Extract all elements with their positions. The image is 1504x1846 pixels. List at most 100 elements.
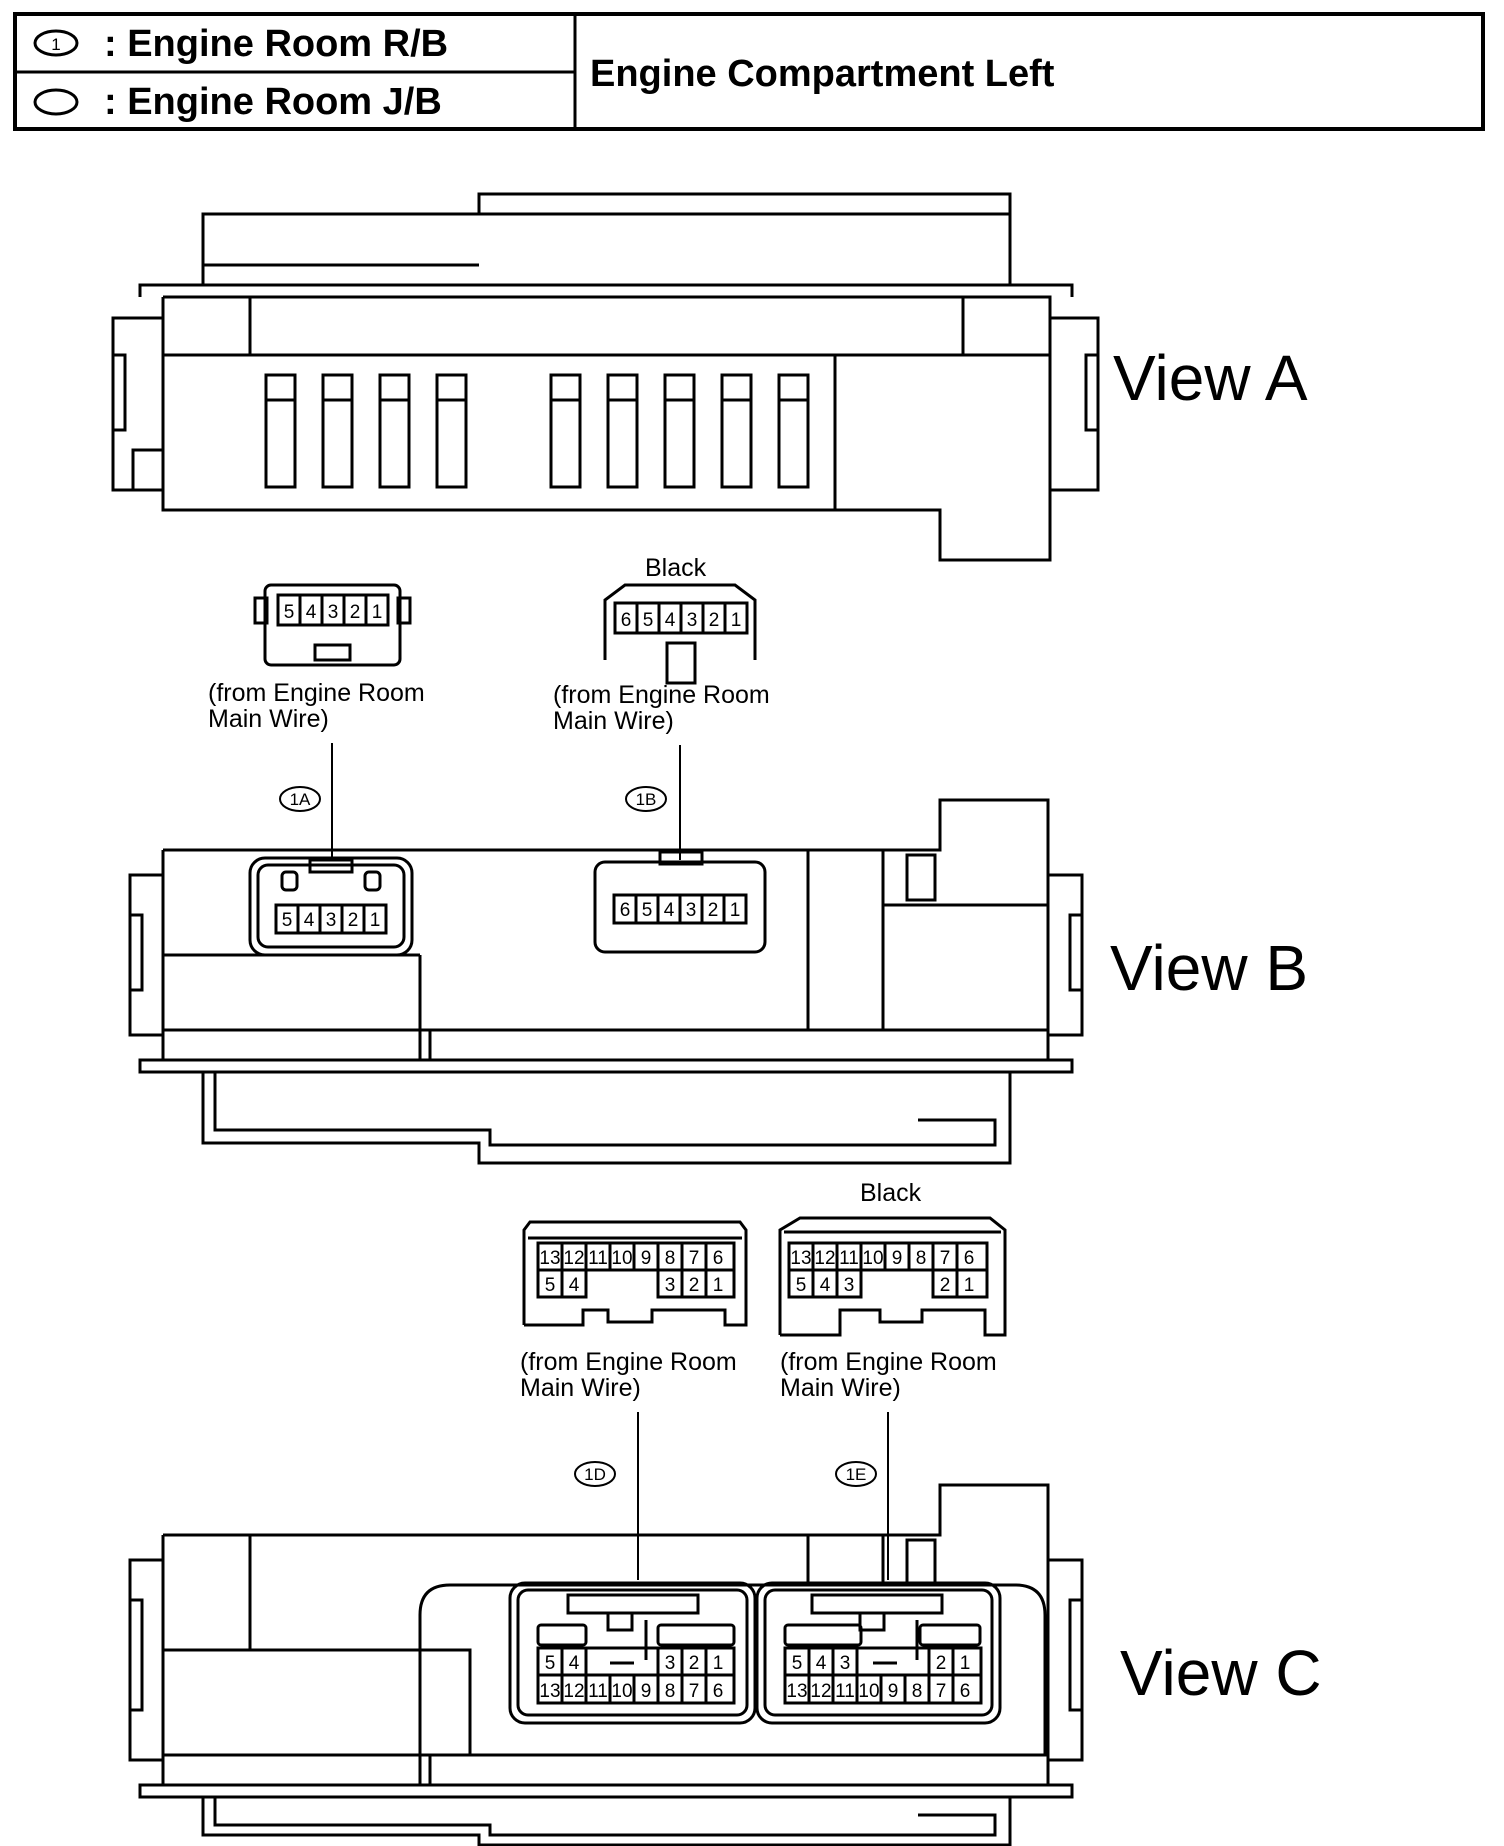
connector-1e-source-line1: (from Engine Room bbox=[780, 1348, 997, 1376]
pin-label: 5 bbox=[282, 910, 293, 931]
pin-label: 7 bbox=[936, 1681, 947, 1702]
pin-label: 10 bbox=[611, 1681, 632, 1702]
connector-1d-code: 1D bbox=[584, 1465, 606, 1484]
pin-label: 5 bbox=[545, 1275, 556, 1296]
pin-label: 3 bbox=[665, 1653, 676, 1674]
pin-label: 2 bbox=[350, 602, 361, 623]
pin-label: 3 bbox=[844, 1275, 855, 1296]
connector-1b-code-badge: 1B bbox=[625, 786, 667, 812]
view-b-housing bbox=[128, 798, 1084, 1165]
pin-label: 11 bbox=[839, 1248, 859, 1269]
connector-1d-source-line1: (from Engine Room bbox=[520, 1348, 737, 1376]
connector-1b-source-line2: Main Wire) bbox=[553, 707, 674, 735]
pin-label: 3 bbox=[328, 602, 339, 623]
pin-label: 1 bbox=[370, 910, 381, 931]
connector-1b-socket-pins: 6 5 4 3 2 1 bbox=[620, 900, 741, 921]
pin-label: 3 bbox=[687, 610, 698, 631]
pin-label: 4 bbox=[304, 910, 315, 931]
pin-label: 5 bbox=[284, 602, 295, 623]
pin-label: 6 bbox=[964, 1248, 975, 1269]
connector-1e-socket bbox=[755, 1581, 1002, 1725]
view-a-housing bbox=[111, 192, 1100, 562]
pin-label: 1 bbox=[713, 1275, 724, 1296]
connector-1b-socket bbox=[593, 850, 767, 954]
pin-label: 9 bbox=[892, 1248, 903, 1269]
pin-label: 6 bbox=[713, 1248, 724, 1269]
pin-label: 4 bbox=[816, 1653, 827, 1674]
pin-label: 4 bbox=[569, 1653, 580, 1674]
view-b-label: View B bbox=[1110, 932, 1308, 1004]
pin-label: 8 bbox=[912, 1681, 923, 1702]
pin-label: 4 bbox=[820, 1275, 831, 1296]
connector-1a-source-line1: (from Engine Room bbox=[208, 679, 425, 707]
pin-label: 1 bbox=[372, 602, 383, 623]
pin-label: 4 bbox=[569, 1275, 580, 1296]
header-table: 1 bbox=[13, 12, 1485, 131]
pin-label: 1 bbox=[964, 1275, 975, 1296]
pin-label: 8 bbox=[916, 1248, 927, 1269]
pin-label: 8 bbox=[665, 1248, 676, 1269]
connector-1d-socket-pins: 5 4 3 2 1 13 12 11 10 9 8 7 6 bbox=[539, 1653, 723, 1702]
pin-label: 1 bbox=[713, 1653, 724, 1674]
pin-label: 11 bbox=[835, 1681, 855, 1702]
pin-label: 2 bbox=[940, 1275, 951, 1296]
connector-1a-source-line2: Main Wire) bbox=[208, 705, 329, 733]
connector-1b-source-line1: (from Engine Room bbox=[553, 681, 770, 709]
connector-1e-source-line2: Main Wire) bbox=[780, 1374, 901, 1402]
pin-label: 12 bbox=[814, 1248, 835, 1269]
pin-label: 3 bbox=[665, 1275, 676, 1296]
connector-1a-detail bbox=[253, 583, 412, 667]
pin-label: 7 bbox=[689, 1681, 700, 1702]
connector-1e-socket-pins: 5 4 3 2 1 13 12 11 10 9 8 7 6 bbox=[786, 1653, 970, 1702]
pin-label: 10 bbox=[862, 1248, 883, 1269]
pin-label: 13 bbox=[539, 1248, 560, 1269]
pin-label: 11 bbox=[588, 1248, 608, 1269]
view-c-housing bbox=[128, 1483, 1084, 1846]
connector-1a-code-badge: 1A bbox=[279, 786, 321, 812]
pin-label: 6 bbox=[621, 610, 632, 631]
pin-label: 5 bbox=[643, 610, 654, 631]
connector-1b-detail-pins: 6 5 4 3 2 1 bbox=[621, 610, 742, 631]
pin-label: 3 bbox=[686, 900, 697, 921]
pin-label: 6 bbox=[713, 1681, 724, 1702]
pin-label: 1 bbox=[730, 900, 741, 921]
pin-label: 6 bbox=[620, 900, 631, 921]
pin-label: 12 bbox=[810, 1681, 831, 1702]
connector-1d-socket bbox=[508, 1581, 757, 1725]
connector-1a-code: 1A bbox=[290, 790, 311, 809]
pin-label: 8 bbox=[665, 1681, 676, 1702]
connector-1e-color: Black bbox=[860, 1179, 922, 1207]
pin-label: 3 bbox=[326, 910, 337, 931]
jb-legend-icon bbox=[33, 88, 79, 116]
pin-label: 12 bbox=[563, 1681, 584, 1702]
connector-1d-detail-pins: 13 12 11 10 9 8 7 6 5 4 3 2 1 bbox=[539, 1248, 723, 1296]
header-title: Engine Compartment Left bbox=[590, 53, 1055, 95]
legend-rb-label: : Engine Room R/B bbox=[104, 23, 448, 65]
connector-1a-socket bbox=[248, 856, 414, 957]
pin-label: 10 bbox=[611, 1248, 632, 1269]
pin-label: 11 bbox=[588, 1681, 608, 1702]
pin-label: 1 bbox=[960, 1653, 971, 1674]
pin-label: 2 bbox=[689, 1275, 700, 1296]
pin-label: 13 bbox=[790, 1248, 811, 1269]
connector-1e-detail bbox=[778, 1216, 1007, 1337]
connector-1b-code: 1B bbox=[636, 790, 657, 809]
connector-1e-detail-pins: 13 12 11 10 9 8 7 6 5 4 3 2 1 bbox=[790, 1248, 974, 1296]
pin-label: 9 bbox=[641, 1248, 652, 1269]
legend-jb-label: : Engine Room J/B bbox=[104, 81, 442, 123]
pin-label: 2 bbox=[708, 900, 719, 921]
pin-label: 12 bbox=[563, 1248, 584, 1269]
pin-label: 5 bbox=[796, 1275, 807, 1296]
pin-label: 9 bbox=[641, 1681, 652, 1702]
pin-label: 9 bbox=[888, 1681, 899, 1702]
pin-label: 2 bbox=[689, 1653, 700, 1674]
connector-1e-code: 1E bbox=[846, 1465, 867, 1484]
view-a-label: View A bbox=[1113, 342, 1308, 414]
pin-label: 7 bbox=[940, 1248, 951, 1269]
pin-label: 10 bbox=[858, 1681, 879, 1702]
connector-1b-detail bbox=[603, 583, 757, 685]
pin-label: 7 bbox=[689, 1248, 700, 1269]
connector-1d-detail bbox=[522, 1220, 748, 1327]
pin-label: 3 bbox=[840, 1653, 851, 1674]
